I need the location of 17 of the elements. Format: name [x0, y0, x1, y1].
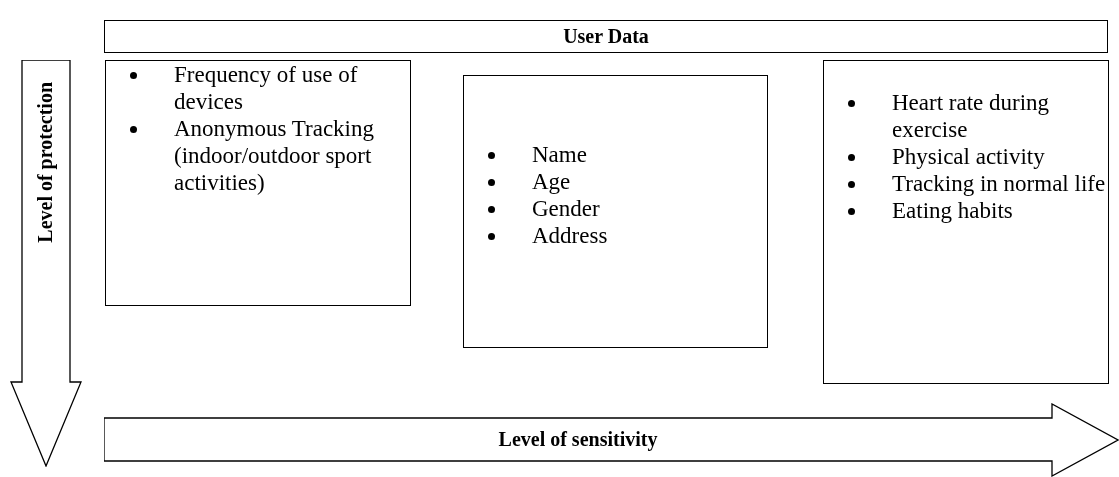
text-box [823, 60, 1109, 384]
text-box [463, 75, 768, 348]
arrow-label: Level of protection [34, 82, 57, 243]
list-item-text: Frequency of use of devices [174, 62, 358, 114]
arrow-label: Level of sensitivity [497, 428, 659, 451]
list-item-text: Name [532, 142, 587, 167]
list-item-text: Heart rate during exercise [892, 90, 1050, 142]
list-item-text: Gender [532, 196, 600, 221]
header-band [104, 20, 1108, 53]
list-item-text: Physical activity [892, 144, 1045, 169]
list-item-text: Age [532, 169, 571, 194]
heading: User Data [563, 25, 649, 48]
list-item-text: Tracking in normal life [892, 171, 1106, 196]
list-item-text: Address [532, 223, 608, 248]
list-item-text: Anonymous Tracking (indoor/outdoor sport activities) [174, 116, 374, 195]
text-box [105, 60, 411, 306]
list-item-text: Eating habits [892, 198, 1013, 223]
